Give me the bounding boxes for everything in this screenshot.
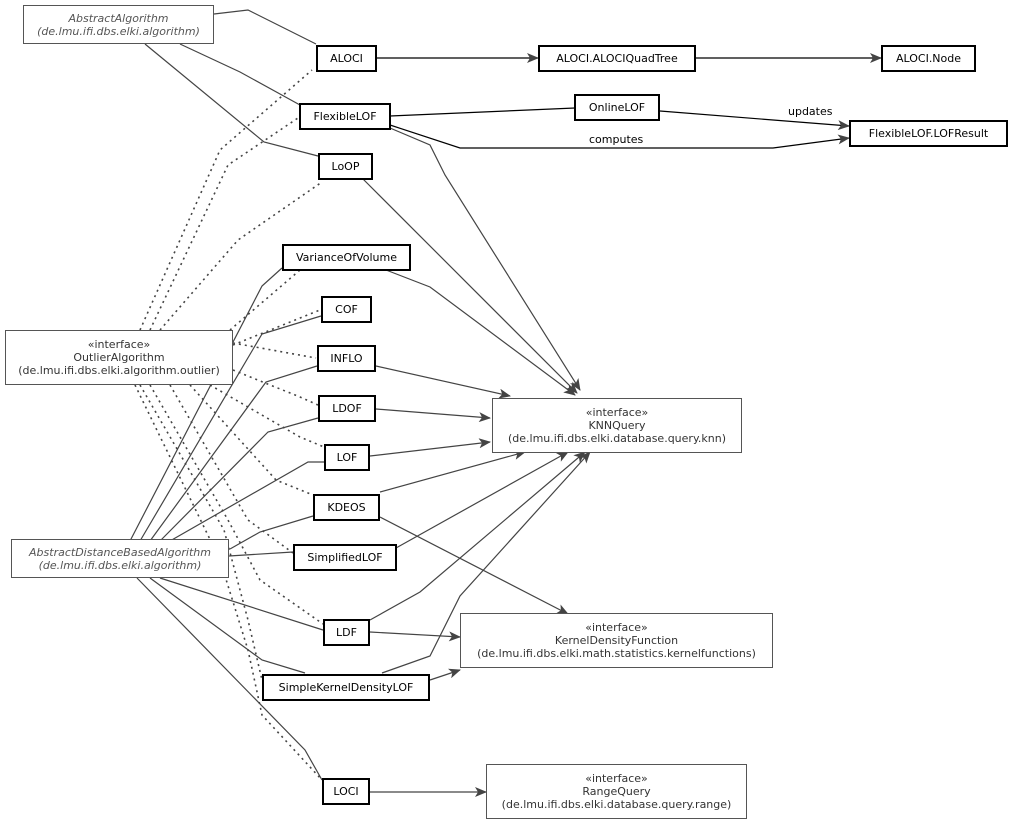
realize-loci xyxy=(134,384,323,781)
edge-simplifiedlof-adba xyxy=(228,551,294,557)
aloci-node-node[interactable]: ALOCI.Node xyxy=(881,45,976,72)
realize-aloci xyxy=(139,69,313,331)
lof-node[interactable]: LOF xyxy=(324,444,370,471)
ldf-label: LDF xyxy=(336,626,357,639)
edge-ldof-knnquery xyxy=(375,408,491,423)
edge-inflo-knnquery xyxy=(375,365,511,399)
kdeos-node[interactable]: KDEOS xyxy=(313,494,380,521)
simple-kernel-density-lof-node[interactable]: SimpleKernelDensityLOF xyxy=(262,674,430,701)
loop-node[interactable]: LoOP xyxy=(318,153,373,180)
abstract-distance-based-algorithm-name: AbstractDistanceBasedAlgorithm xyxy=(29,545,211,559)
abstract-algorithm-package: (de.lmu.ifi.dbs.elki.algorithm) xyxy=(37,24,200,38)
range-query-name: RangeQuery xyxy=(582,785,651,798)
ldof-node[interactable]: LDOF xyxy=(318,395,376,422)
simplified-lof-node[interactable]: SimplifiedLOF xyxy=(293,544,397,571)
realize-cof xyxy=(232,309,321,346)
outlier-algorithm-name: OutlierAlgorithm xyxy=(73,351,165,364)
outlier-algorithm-node[interactable]: «interface» OutlierAlgorithm (de.lmu.ifi… xyxy=(5,330,233,385)
edge-ldof-adba xyxy=(159,417,319,542)
realize-simplifiedlof xyxy=(169,384,294,554)
edge-kdeos-adba xyxy=(229,515,314,550)
range-query-package: (de.lmu.ifi.dbs.elki.database.query.rang… xyxy=(501,798,732,811)
edge-onlinelof-flexiblelof xyxy=(389,107,576,117)
abstract-algorithm-name: AbstractAlgorithm xyxy=(68,11,169,25)
aloci-node[interactable]: ALOCI xyxy=(316,45,377,72)
edge-ldf-kdf xyxy=(369,631,461,642)
kernel-density-function-node[interactable]: «interface» KernelDensityFunction (de.lm… xyxy=(460,613,773,668)
edge-label-updates: updates xyxy=(788,105,833,118)
knn-query-node[interactable]: «interface» KNNQuery (de.lmu.ifi.dbs.elk… xyxy=(492,398,742,453)
flexible-lof-node[interactable]: FlexibleLOF xyxy=(299,103,391,130)
edge-kdeos-kdf xyxy=(379,516,569,615)
realize-flexiblelof xyxy=(149,117,299,331)
realize-skdlof xyxy=(139,384,263,681)
ldof-label: LDOF xyxy=(332,402,362,415)
edge-flexiblelof-abstractalgorithm xyxy=(179,43,301,106)
knn-query-stereotype: «interface» xyxy=(585,406,649,419)
kernel-density-function-stereotype: «interface» xyxy=(585,621,648,634)
cof-label: COF xyxy=(335,303,358,316)
edge-simplifiedlof-knnquery xyxy=(395,451,569,549)
edge-inflo-adba xyxy=(149,365,318,542)
aloci-node-label: ALOCI.Node xyxy=(895,52,962,65)
simplified-lof-label: SimplifiedLOF xyxy=(307,551,383,564)
inflo-node[interactable]: INFLO xyxy=(317,345,376,372)
edge-loci-adba xyxy=(136,577,323,781)
realize-inflo xyxy=(232,342,317,359)
flexible-lof-label: FlexibleLOF xyxy=(313,110,377,123)
variance-of-volume-label: VarianceOfVolume xyxy=(296,251,397,264)
aloci-quadtree-label: ALOCI.ALOCIQuadTree xyxy=(556,52,678,65)
range-query-stereotype: «interface» xyxy=(585,772,648,785)
loop-label: LoOP xyxy=(331,160,360,173)
lof-result-label: FlexibleLOF.LOFResult xyxy=(868,127,989,140)
loci-node[interactable]: LOCI xyxy=(322,778,370,805)
realize-varianceofvolume xyxy=(229,269,301,331)
edge-loop-knnquery xyxy=(361,177,578,394)
edge-label-computes: computes xyxy=(589,133,644,146)
knn-query-package: (de.lmu.ifi.dbs.elki.database.query.knn) xyxy=(508,432,726,445)
edge-lof-knnquery xyxy=(369,438,491,457)
kernel-density-function-package: (de.lmu.ifi.dbs.elki.math.statistics.ker… xyxy=(477,647,756,660)
edge-onlinelof-lofresult xyxy=(659,110,850,131)
aloci-quadtree-node[interactable]: ALOCI.ALOCIQuadTree xyxy=(538,45,696,72)
edge-skdlof-adba xyxy=(149,577,306,674)
edge-ldf-adba xyxy=(159,577,324,631)
kdeos-label: KDEOS xyxy=(327,501,366,514)
outlier-algorithm-stereotype: «interface» xyxy=(87,338,151,351)
kernel-density-function-name: KernelDensityFunction xyxy=(554,634,679,647)
abstract-algorithm-node[interactable]: AbstractAlgorithm (de.lmu.ifi.dbs.elki.a… xyxy=(23,5,214,44)
lof-result-node[interactable]: FlexibleLOF.LOFResult xyxy=(849,120,1008,147)
realize-loop xyxy=(159,181,323,331)
loci-label: LOCI xyxy=(333,785,359,798)
ldf-node[interactable]: LDF xyxy=(323,619,370,646)
variance-of-volume-node[interactable]: VarianceOfVolume xyxy=(282,244,411,271)
cof-node[interactable]: COF xyxy=(321,296,372,323)
edge-skdlof-knnquery xyxy=(381,451,591,674)
outlier-algorithm-package: (de.lmu.ifi.dbs.elki.algorithm.outlier) xyxy=(18,364,220,377)
edge-lof-adba xyxy=(169,461,324,542)
abstract-distance-based-algorithm-package: (de.lmu.ifi.dbs.elki.algorithm) xyxy=(38,558,202,572)
edge-skdlof-kdf xyxy=(429,668,461,681)
lof-label: LOF xyxy=(336,451,358,464)
edge-varianceofvolume-knnquery xyxy=(385,269,576,396)
edge-flexiblelof-knnquery xyxy=(389,127,581,391)
edge-kdeos-knnquery xyxy=(379,450,526,493)
realize-kdeos xyxy=(189,384,314,496)
edge-loop-abstractalgorithm xyxy=(144,43,319,157)
edge-aloci-abstractalgorithm xyxy=(213,9,317,45)
online-lof-label: OnlineLOF xyxy=(588,101,646,114)
edge-varianceofvolume-adba xyxy=(129,267,283,542)
edge-ldf-knnquery xyxy=(369,451,586,621)
inflo-label: INFLO xyxy=(330,352,363,365)
simple-kernel-density-lof-label: SimpleKernelDensityLOF xyxy=(278,681,414,694)
online-lof-node[interactable]: OnlineLOF xyxy=(574,94,660,121)
knn-query-name: KNNQuery xyxy=(588,419,646,432)
abstract-distance-based-algorithm-node[interactable]: AbstractDistanceBasedAlgorithm (de.lmu.i… xyxy=(11,539,229,578)
realize-lof xyxy=(209,384,325,448)
edge-flexiblelof-lofresult xyxy=(389,124,850,149)
realize-ldof xyxy=(232,369,319,406)
aloci-label: ALOCI xyxy=(330,52,363,65)
range-query-node[interactable]: «interface» RangeQuery (de.lmu.ifi.dbs.e… xyxy=(486,764,747,819)
